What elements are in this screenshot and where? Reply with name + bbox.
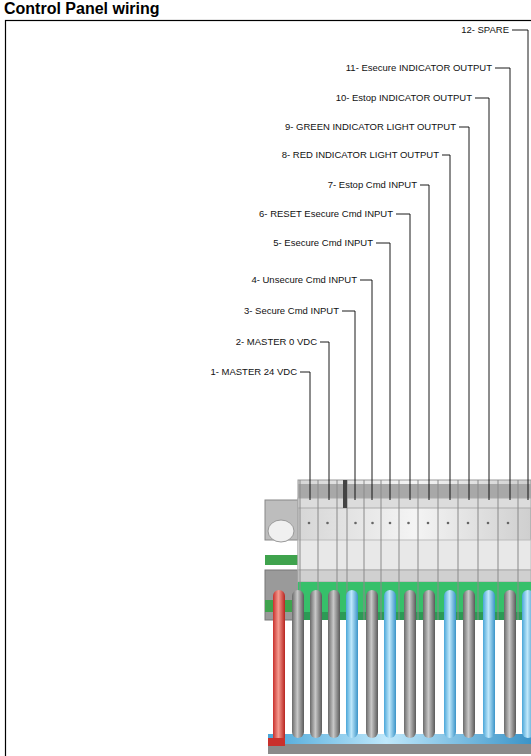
terminal-label: 6- RESET Esecure Cmd INPUT bbox=[258, 208, 394, 220]
terminal-label: 3- Secure Cmd INPUT bbox=[243, 305, 340, 317]
terminal-label: 2- MASTER 0 VDC bbox=[235, 336, 318, 348]
terminal-label: 10- Estop INDICATOR OUTPUT bbox=[335, 92, 473, 104]
diagram-title: Control Panel wiring bbox=[4, 0, 160, 18]
terminal-label: 4- Unsecure Cmd INPUT bbox=[250, 274, 358, 286]
terminal-label: 7- Estop Cmd INPUT bbox=[327, 179, 418, 191]
terminal-label: 12- SPARE bbox=[460, 24, 510, 36]
terminal-label: 5- Esecure Cmd INPUT bbox=[272, 237, 374, 249]
terminal-label: 8- RED INDICATOR LIGHT OUTPUT bbox=[281, 149, 440, 161]
terminal-label: 11- Esecure INDICATOR OUTPUT bbox=[345, 62, 493, 74]
terminal-label: 1- MASTER 24 VDC bbox=[209, 366, 298, 378]
terminal-label: 9- GREEN INDICATOR LIGHT OUTPUT bbox=[284, 121, 457, 133]
